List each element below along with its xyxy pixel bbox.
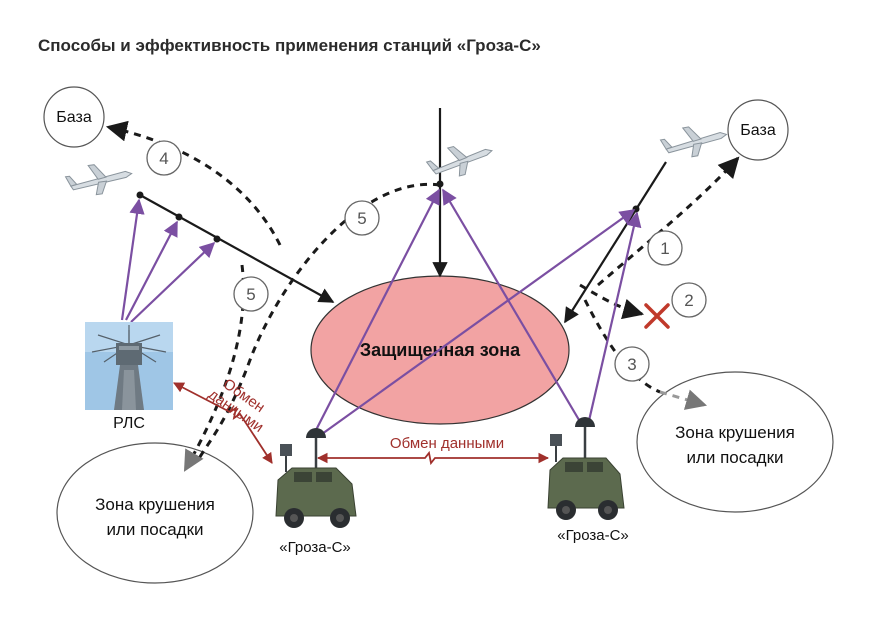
trajectory-4: [105, 120, 282, 246]
diagram-title: Способы и эффективность применения станц…: [38, 36, 541, 55]
path-nodes: [136, 180, 640, 243]
crash-zone-right-line2: или посадки: [686, 448, 783, 467]
exchange-left-label: Обмен данными: [205, 375, 268, 436]
number-badges: 4 5 5 1 2 3: [146, 140, 707, 382]
exchange-center-label: Обмен данными: [390, 435, 504, 452]
svg-text:2: 2: [684, 291, 693, 310]
data-exchange-links: [173, 382, 550, 466]
svg-text:1: 1: [660, 239, 669, 258]
svg-text:5: 5: [357, 209, 366, 228]
drone-icon-center: [425, 145, 493, 177]
radar-label: РЛС: [113, 415, 145, 432]
drone-path-left: [139, 194, 335, 303]
base-left-label: База: [56, 109, 92, 126]
badge-2: 2: [671, 282, 707, 318]
svg-text:3: 3: [627, 355, 636, 374]
crash-zone-left: [56, 442, 254, 584]
crash-zone-left-line2: или посадки: [106, 520, 203, 539]
station-left-label: «Гроза-С»: [279, 539, 351, 556]
exchange-link-left: [173, 382, 273, 464]
crash-zone-right-line1: Зона крушения: [675, 423, 795, 442]
base-right-label: База: [740, 122, 776, 139]
drone-path-right: [564, 161, 667, 324]
drone-icon-left: [64, 164, 133, 196]
trajectory-3-tail: [659, 389, 708, 410]
station-vehicle-left-icon: [275, 428, 357, 528]
station-beams: [314, 188, 642, 435]
station-right-label: «Гроза-С»: [557, 527, 629, 544]
radar-beams: [120, 198, 216, 323]
badge-3: 3: [614, 346, 650, 382]
station-vehicle-right-icon: [547, 417, 625, 520]
badge-4: 4: [146, 140, 182, 176]
radar-tower-icon: [85, 322, 173, 410]
base-left-circle: [43, 86, 105, 148]
trajectory-2: [579, 283, 645, 320]
crash-zone-left-line1: Зона крушения: [95, 495, 215, 514]
cross-mark-icon: [644, 303, 670, 329]
badge-5-left: 5: [233, 276, 269, 312]
svg-text:4: 4: [159, 149, 168, 168]
exchange-link-center: [316, 450, 550, 466]
svg-text:5: 5: [246, 285, 255, 304]
badge-5-top: 5: [344, 200, 380, 236]
drone-icon-right: [659, 126, 728, 158]
base-right-circle: [727, 99, 789, 161]
drone-paths: [139, 108, 667, 324]
badge-1: 1: [647, 230, 683, 266]
